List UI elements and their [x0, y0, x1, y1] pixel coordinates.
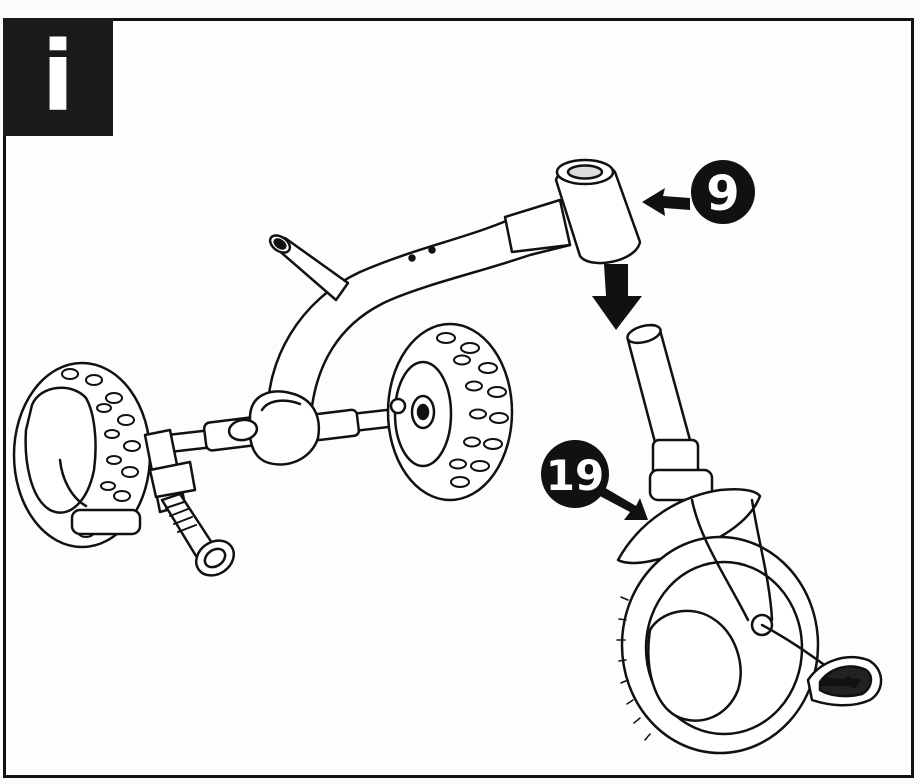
handlebar-cap [554, 158, 642, 265]
seat-post-stub [268, 234, 350, 302]
mudguard [616, 488, 762, 565]
brake-bracket [70, 428, 197, 536]
foot-peg [160, 492, 236, 577]
axle-clamp [227, 390, 321, 466]
front-fork [690, 498, 774, 622]
arrow-down-icon [592, 264, 642, 330]
arrow-down-left-icon [596, 486, 648, 520]
step-label: i [41, 21, 75, 133]
steering-column [626, 323, 714, 502]
brand-logo: Smoby [821, 677, 860, 688]
arrow-left-icon [642, 188, 690, 216]
callout-19-number: 19 [546, 451, 604, 500]
rear-axle-assembly [12, 198, 572, 577]
callout-9: 9 [691, 160, 755, 224]
callout-9-number: 9 [706, 166, 739, 222]
front-wheel-assembly: Smoby [616, 488, 883, 755]
callout-19: 19 [541, 440, 609, 508]
front-pedal: Smoby [760, 623, 883, 707]
frame-tube [266, 198, 572, 432]
rear-wheel-right [386, 322, 514, 502]
step-badge: i [3, 18, 113, 136]
